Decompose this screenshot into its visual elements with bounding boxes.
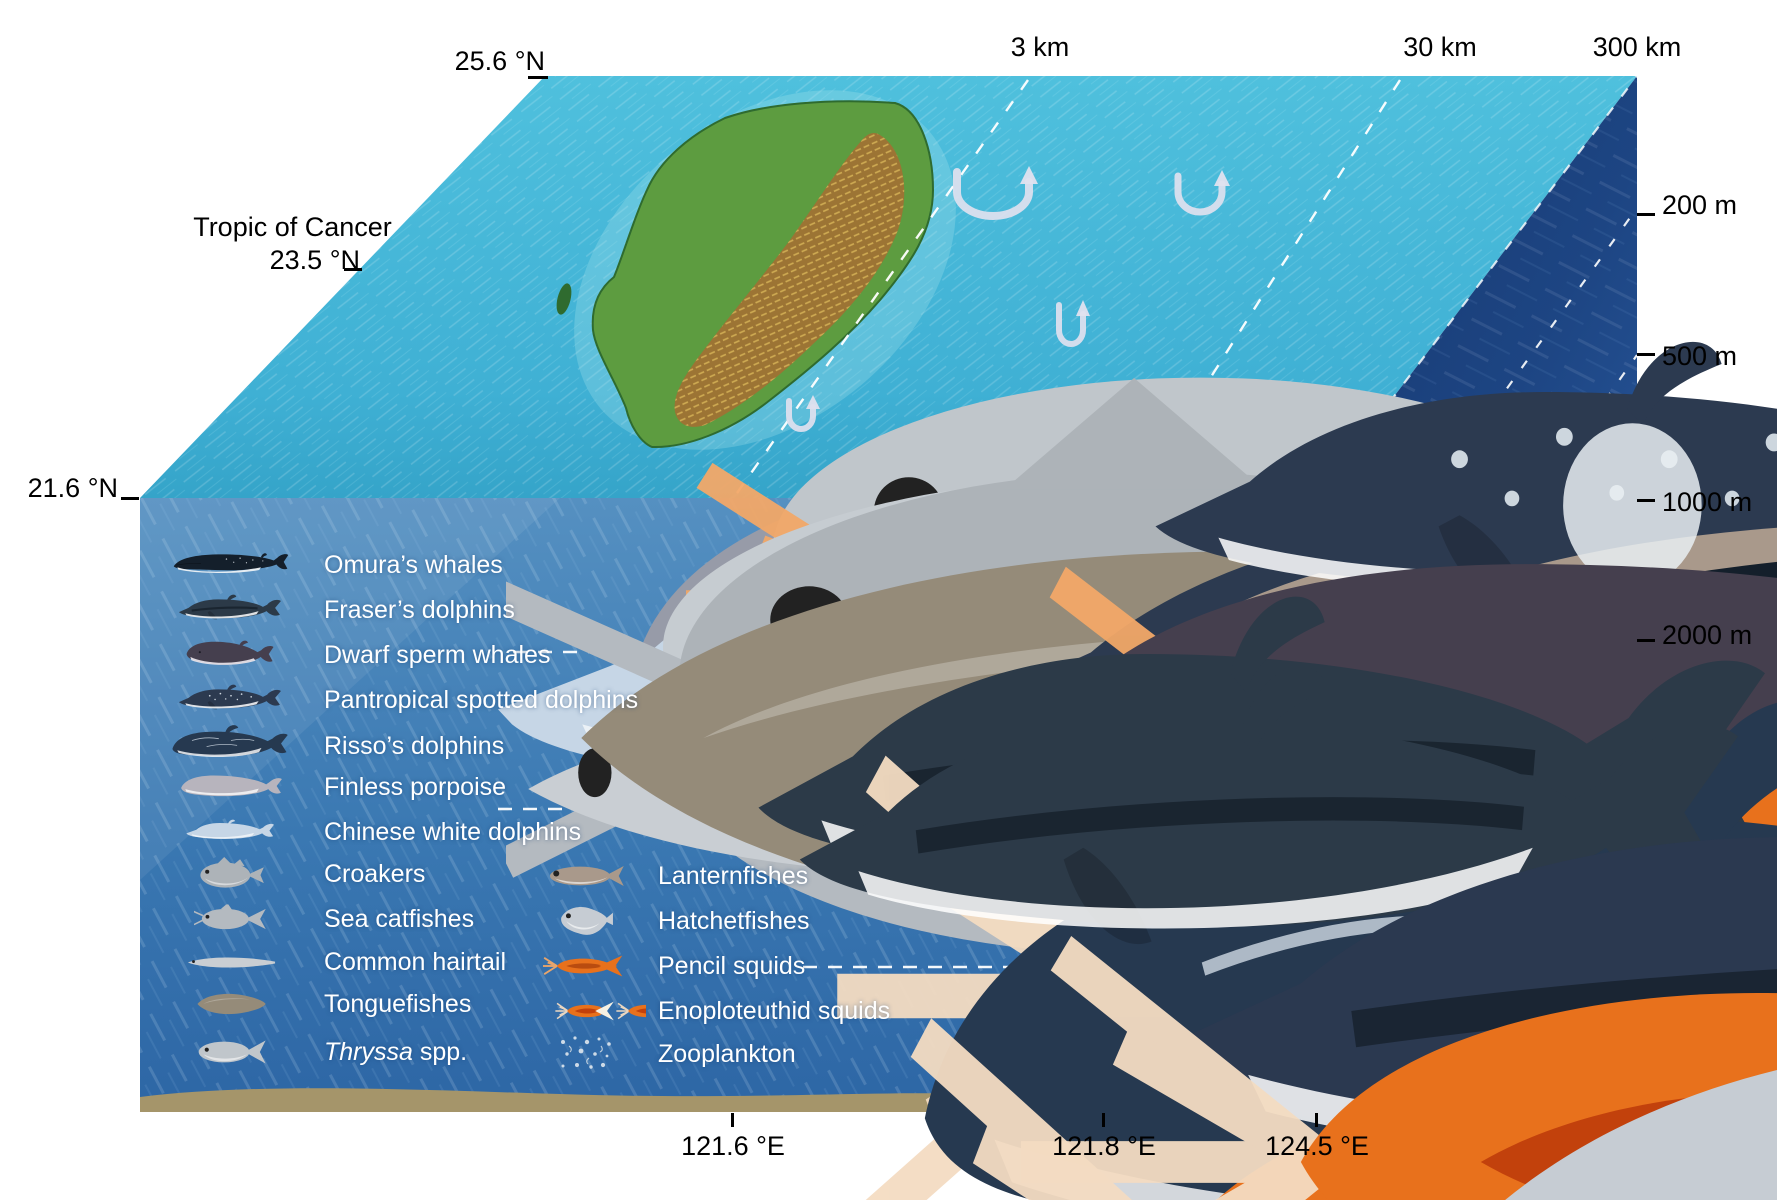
depth-label-500m: 500 m [1662, 341, 1738, 371]
u-arrow-spotted1 [953, 168, 1033, 220]
latitude-tick-front [121, 497, 139, 500]
legend-item-pencil-squids: Pencil squids [520, 946, 805, 986]
latitude-label-back: 25.6 °N [454, 46, 545, 76]
longitude-label-1218: 121.8 °E [1052, 1131, 1156, 1161]
u-arrow-spotted2 [1174, 172, 1226, 216]
legend-item-chinese-white-dolphins: Chinese white dolphins [146, 812, 581, 852]
legend-item-dwarf-sperm-whales: Dwarf sperm whales [146, 635, 550, 675]
line-3km [736, 79, 1029, 494]
depth-tick-500m [1637, 353, 1655, 356]
line-side-200m [1316, 207, 1638, 653]
tropic-of-cancer-label: Tropic of Cancer [193, 212, 392, 242]
longitude-tick-1218 [1102, 1113, 1105, 1127]
legend-item-finless-porpoise: Finless porpoise [146, 767, 506, 807]
legend-item-risso-dolphins: Risso’s dolphins [146, 726, 504, 766]
common-hairtail-icon [146, 955, 316, 970]
legend-item-croakers: Croakers [146, 854, 425, 894]
distance-label-30km: 30 km [1403, 32, 1477, 62]
depth-label-200m: 200 m [1662, 190, 1738, 220]
legend-item-tonguefishes: Tonguefishes [146, 984, 471, 1024]
longitude-tick-1216 [731, 1113, 734, 1127]
omura-whale-icon [146, 550, 316, 580]
longitude-tick-1245 [1315, 1113, 1318, 1127]
depth-label-2000m: 2000 m [1662, 620, 1753, 650]
legend-item-pantropical-spotted-dolphins: Pantropical spotted dolphins [146, 680, 638, 720]
latitude-label-tropic: 23.5 °N [269, 245, 360, 275]
latitude-tick-tropic [344, 268, 362, 271]
line-surface-side [1316, 75, 1638, 499]
legend-item-thryssa: Thryssa spp. [146, 1032, 467, 1072]
tonguefish-icon [146, 991, 316, 1017]
longitude-label-1245: 124.5 °E [1265, 1131, 1369, 1161]
finless-porpoise-icon [146, 771, 316, 803]
taiwan-island [556, 90, 956, 450]
fraser-dolphin-icon [146, 593, 316, 627]
depth-tick-1000m [1637, 499, 1655, 502]
risso-dolphin-icon [146, 724, 316, 768]
latitude-label-front: 21.6 °N [27, 473, 118, 503]
line-30km [1135, 79, 1402, 494]
depth-label-1000m: 1000 m [1662, 487, 1753, 517]
enoploteuthid-squid-icon [520, 996, 650, 1026]
hatchetfish-icon [520, 903, 650, 939]
u-arrow-dwarf [1056, 302, 1086, 347]
sea-catfish-icon [146, 904, 316, 934]
dwarf-sperm-whale-icon [146, 638, 316, 672]
croaker-icon [146, 857, 316, 891]
chinese-white-dolphin-icon [146, 818, 316, 846]
pantropical-spotted-dolphin-icon [146, 683, 316, 717]
legend-item-zooplankton: Zooplankton [520, 1034, 796, 1074]
offshore-islet [556, 283, 572, 315]
pencil-squid-icon [520, 952, 650, 980]
longitude-label-1216: 121.6 °E [681, 1131, 785, 1161]
legend-item-common-hairtail: Common hairtail [146, 942, 506, 982]
legend-item-lanternfishes: Lanternfishes [520, 856, 808, 896]
legend-item-omura-whales: Omura’s whales [146, 545, 503, 585]
depth-tick-200m [1637, 213, 1655, 216]
u-arrow-fraser1 [786, 398, 816, 432]
legend-item-hatchetfishes: Hatchetfishes [520, 901, 809, 941]
thryssa-icon [146, 1037, 316, 1067]
seafloor [140, 1088, 1150, 1112]
latitude-tick-back [528, 76, 548, 79]
lanternfish-icon [520, 862, 650, 890]
depth-tick-2000m [1637, 639, 1655, 642]
legend-item-fraser-dolphins: Fraser’s dolphins [146, 590, 515, 630]
zooplankton-icon [520, 1032, 650, 1076]
distance-label-3km: 3 km [1010, 32, 1070, 62]
legend-item-enoploteuthid-squids: Enoploteuthid squids [520, 991, 890, 1031]
legend-item-sea-catfishes: Sea catfishes [146, 899, 474, 939]
distance-label-300km: 300 km [1592, 32, 1682, 62]
